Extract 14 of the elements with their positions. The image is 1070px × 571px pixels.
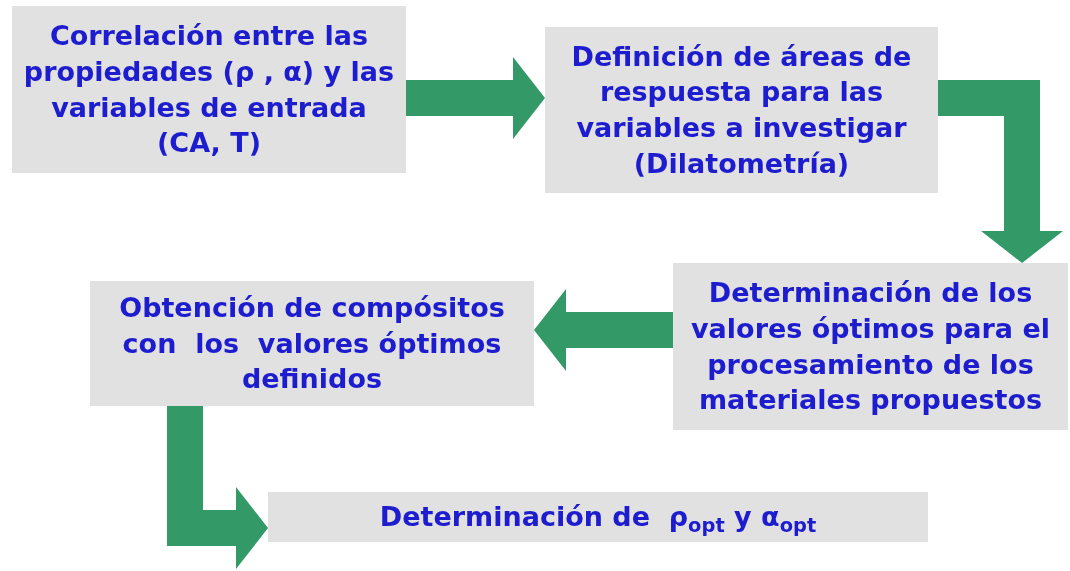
block-arrow bbox=[167, 406, 268, 569]
process-box bbox=[90, 281, 534, 406]
block-arrow bbox=[534, 289, 673, 371]
process-box bbox=[545, 27, 938, 193]
box-text: Correlación entre las propiedades (ρ , α) y las variables de entrada (CA, T) bbox=[22, 19, 396, 161]
box-text: Determinación de los valores óptimos para el procesamiento de los materiales propuestos bbox=[690, 276, 1051, 418]
box-text: Determinación de ρ$_{opt}$ y α$_{opt}$ bbox=[379, 500, 817, 535]
process-box bbox=[12, 6, 406, 173]
process-box bbox=[268, 492, 928, 542]
block-arrow bbox=[406, 57, 545, 139]
box-text: Definición de áreas de respuesta para las variables a investigar (Dilatometría) bbox=[570, 39, 913, 181]
process-box bbox=[673, 263, 1068, 430]
box-text: Obtención de compósitos con los valores óptimos definidos bbox=[118, 291, 506, 397]
block-arrow bbox=[938, 80, 1063, 263]
